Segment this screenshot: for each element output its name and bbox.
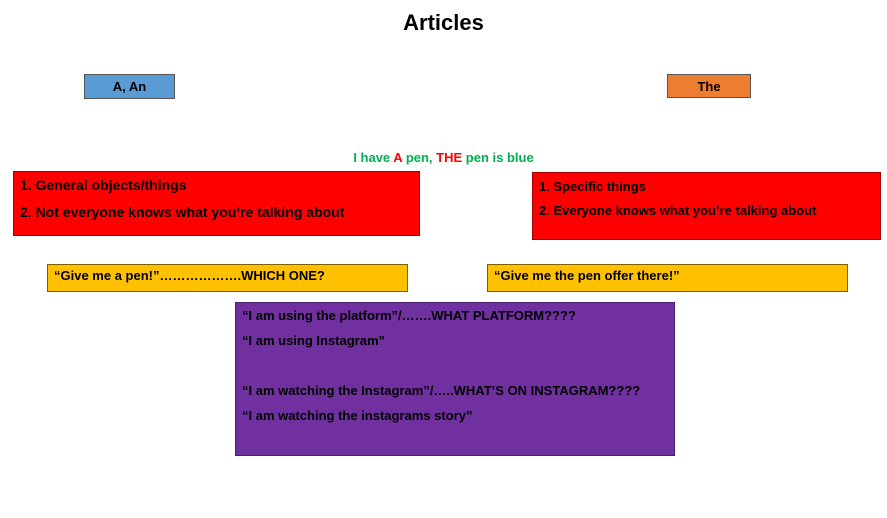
sentence-examples-box: “I am using the platform”/…….WHAT PLATFO… bbox=[235, 302, 675, 456]
definite-rule-2: 2. Everyone knows what you’re talking ab… bbox=[539, 203, 817, 218]
definite-rules-box: 1. Specific things 2. Everyone knows wha… bbox=[532, 172, 881, 240]
sentence-3: “I am watching the Instagram”/…..WHAT’S … bbox=[242, 383, 641, 398]
indefinite-rule-1: 1. General objects/things bbox=[20, 177, 187, 193]
example-sentence: I have A pen, THE pen is blue bbox=[0, 150, 887, 165]
example-part-5: pen is blue bbox=[462, 150, 534, 165]
example-article-a: A bbox=[393, 150, 403, 165]
definite-example-text: “Give me the pen offer there!” bbox=[494, 268, 680, 283]
sentence-2: “I am using Instagram” bbox=[242, 333, 386, 348]
indefinite-rule-2: 2. Not everyone knows what you’re talkin… bbox=[20, 204, 345, 220]
example-part-1: I have bbox=[353, 150, 394, 165]
indefinite-example-text: “Give me a pen!”……………….WHICH ONE? bbox=[54, 268, 325, 283]
sentence-4: “I am watching the instagrams story” bbox=[242, 408, 473, 423]
indefinite-article-label-text: A, An bbox=[112, 79, 147, 94]
sentence-1: “I am using the platform”/…….WHAT PLATFO… bbox=[242, 308, 576, 323]
definite-example-box: “Give me the pen offer there!” bbox=[487, 264, 848, 292]
definite-article-label-text: The bbox=[697, 78, 721, 94]
definite-rule-1: 1. Specific things bbox=[539, 179, 646, 194]
definite-article-label: The bbox=[667, 74, 751, 98]
page-title: Articles bbox=[403, 10, 484, 35]
indefinite-article-label: A, An bbox=[84, 74, 175, 99]
example-part-3: pen, bbox=[402, 150, 437, 165]
example-article-the: THE bbox=[436, 150, 463, 165]
indefinite-rules-box: 1. General objects/things 2. Not everyon… bbox=[13, 171, 420, 236]
indefinite-example-box: “Give me a pen!”……………….WHICH ONE? bbox=[47, 264, 408, 292]
